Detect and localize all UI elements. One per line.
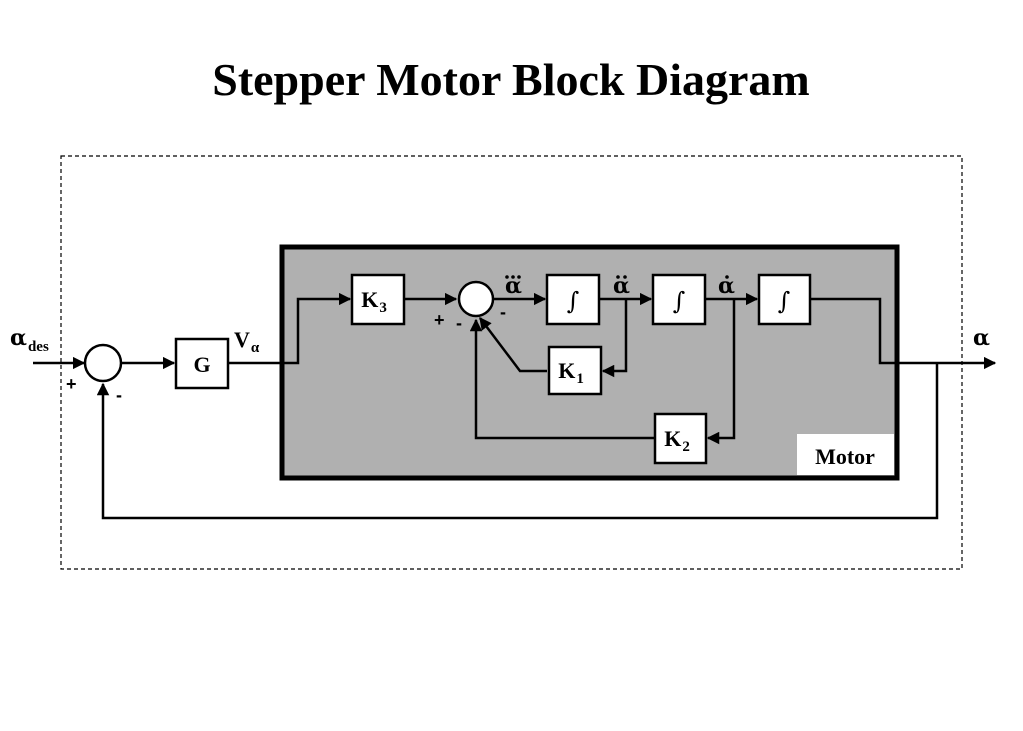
inner-minus-sign-left: - [456, 313, 462, 333]
svg-text:α: α [505, 273, 522, 299]
outer-minus-sign: - [116, 385, 122, 405]
input-label: αdes [10, 325, 49, 355]
page-title: Stepper Motor Block Diagram [212, 54, 810, 105]
integrator-2-block [651, 273, 707, 326]
v-alpha-label: Vα [234, 327, 260, 356]
integrator-3-symbol: ∫ [778, 287, 791, 315]
alpha-triple-dot-label: α [505, 273, 522, 299]
integrator-2-symbol: ∫ [673, 287, 686, 315]
k1-label: K1 [558, 358, 584, 387]
g-label: G [193, 352, 210, 377]
integrator-3-block [757, 273, 812, 326]
motor-label-box [797, 434, 894, 475]
k2-block [653, 412, 708, 465]
outer-sum-junction [83, 343, 123, 383]
svg-text:α: α [718, 273, 735, 299]
integrator-1-block [545, 273, 601, 326]
wire-k2-feedback-in [706, 299, 736, 445]
output-label: α [973, 325, 990, 351]
g-block [174, 337, 230, 390]
alpha-double-dot-label: α [613, 273, 630, 299]
wire-k2-feedback-out [469, 318, 654, 440]
wire-outer-feedback [96, 363, 939, 520]
k3-block [350, 273, 406, 326]
k1-block [547, 345, 603, 396]
motor-label: Motor [815, 444, 875, 469]
svg-text:α: α [613, 273, 630, 299]
integrator-1-symbol: ∫ [567, 287, 580, 315]
outer-plus-sign: + [66, 374, 77, 394]
k3-label: K3 [361, 287, 387, 316]
inner-plus-sign: + [434, 310, 445, 330]
k2-label: K2 [664, 426, 690, 455]
inner-sum-junction [457, 280, 495, 318]
alpha-dot-label: α [718, 273, 735, 299]
wire-k1-feedback-out [479, 317, 547, 373]
wire-k1-feedback-in [601, 299, 628, 378]
inner-minus-sign-right: - [500, 302, 506, 322]
wire-g-to-k3 [228, 292, 352, 365]
